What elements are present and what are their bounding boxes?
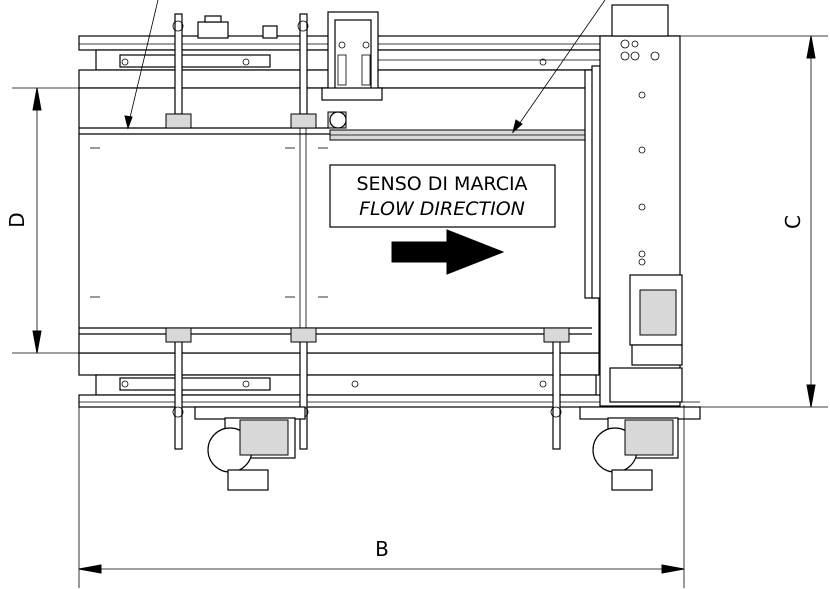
dimension-c: C xyxy=(680,35,828,408)
bottom-gearbox-right xyxy=(579,406,701,491)
drive-motor xyxy=(609,274,683,403)
flow-label-italian: SENSO DI MARCIA xyxy=(356,173,527,195)
leader-lines xyxy=(124,0,606,134)
dimension-b: B xyxy=(78,405,685,588)
flow-direction-label: SENSO DI MARCIA FLOW DIRECTION xyxy=(329,164,556,228)
dimension-d: D xyxy=(5,87,79,354)
flow-label-english: FLOW DIRECTION xyxy=(359,198,525,220)
support-posts xyxy=(165,13,570,450)
dimension-d-label: D xyxy=(5,212,29,227)
tensioner-bracket xyxy=(321,11,383,129)
dimension-c-label: C xyxy=(781,215,805,229)
chain-guide xyxy=(329,65,601,299)
bottom-frame-rail xyxy=(78,352,700,408)
top-fittings xyxy=(197,15,278,39)
dimension-b-label: B xyxy=(375,537,389,561)
flow-direction-arrow xyxy=(391,229,505,275)
bottom-gearbox-left xyxy=(194,406,306,491)
